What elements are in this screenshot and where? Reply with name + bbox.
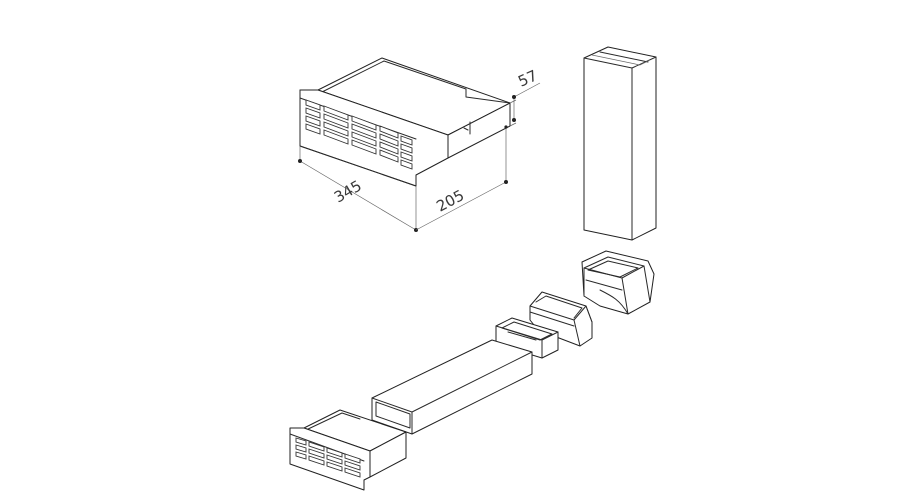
dimension-height-label: 57	[515, 66, 540, 90]
grille-slots	[305, 99, 413, 170]
dimension-lines	[298, 82, 541, 232]
dimension-width-label: 345	[331, 177, 365, 207]
plinth-fan-unit	[289, 409, 407, 491]
dimension-depth-label: 205	[433, 186, 467, 215]
plinth-fan-unit-dimensioned	[299, 57, 511, 187]
flat-duct	[371, 339, 533, 435]
duct-elbow	[581, 250, 655, 315]
vertical-duct	[583, 46, 657, 241]
grille-slots-bottom	[295, 437, 361, 478]
